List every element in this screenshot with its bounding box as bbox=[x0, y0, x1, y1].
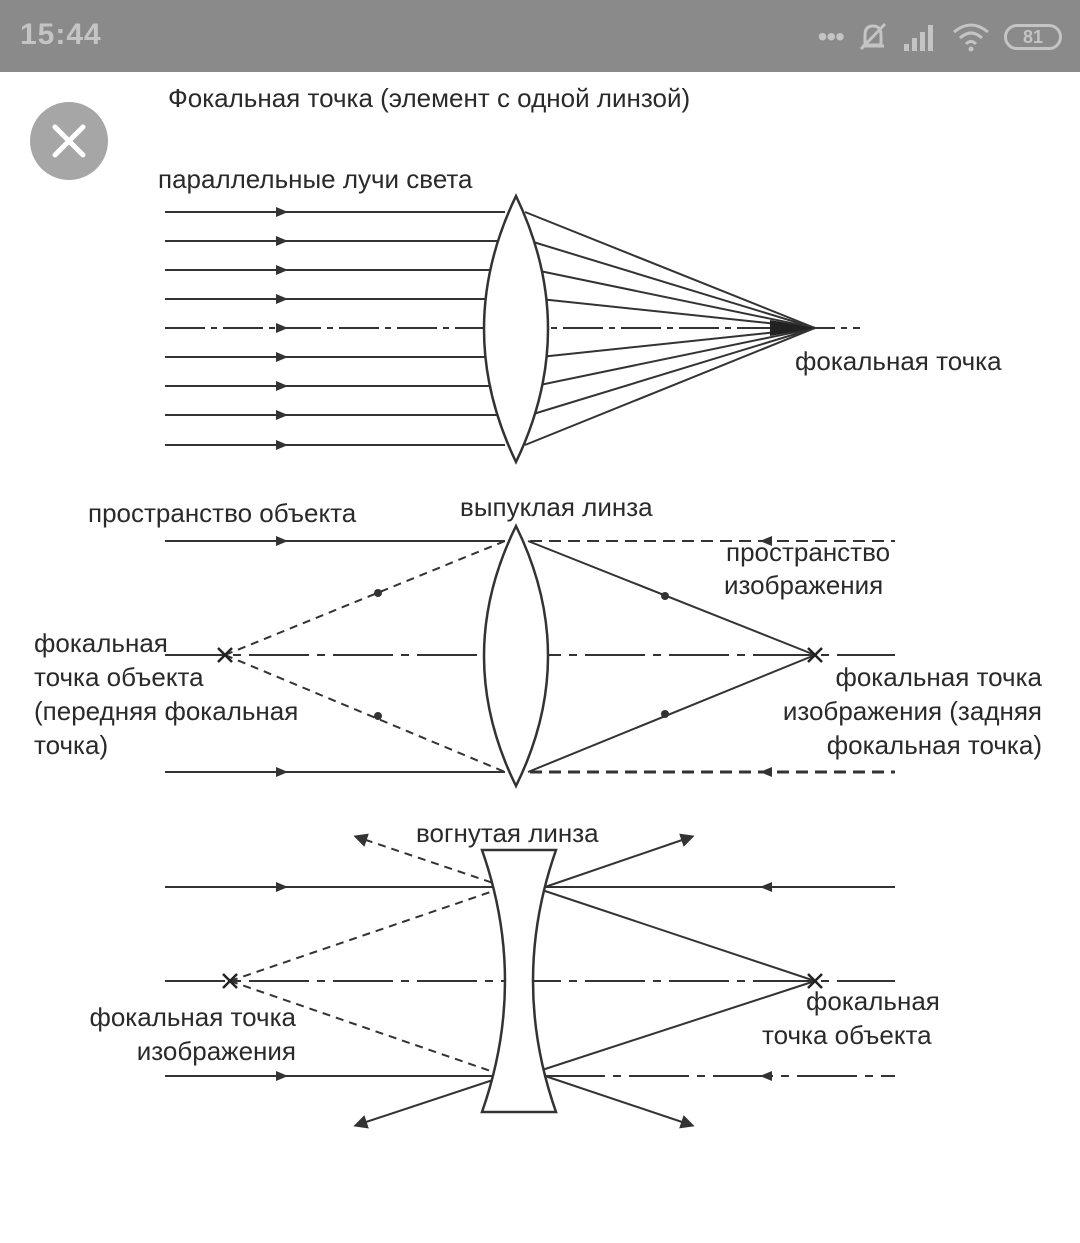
close-icon bbox=[52, 124, 86, 158]
mute-bell-icon bbox=[859, 22, 887, 51]
focal-cross-markers-2 bbox=[217, 647, 823, 663]
label-front-focal-2: точка объекта bbox=[34, 662, 204, 692]
label-parallel-rays: параллельные лучи света bbox=[158, 164, 473, 194]
label-image-space-2: изображения bbox=[724, 570, 883, 600]
signal-icon bbox=[904, 25, 933, 51]
battery-icon: 81 bbox=[1004, 24, 1062, 50]
convex-lens-1 bbox=[482, 193, 550, 465]
label-back-focal-1: фокальная точка bbox=[835, 662, 1042, 692]
label-focal-point-1: фокальная точка bbox=[795, 346, 1002, 376]
close-button[interactable] bbox=[30, 102, 108, 180]
lens-diagram: Фокальная точка (элемент с одной линзой)… bbox=[34, 83, 1043, 1129]
label-object-focal-1: фокальная bbox=[806, 986, 940, 1016]
converging-rays bbox=[524, 211, 816, 446]
diagram-title: Фокальная точка (элемент с одной линзой) bbox=[168, 83, 690, 113]
image-viewer: Фокальная точка (элемент с одной линзой)… bbox=[0, 72, 1080, 1238]
label-image-space-1: пространство bbox=[726, 537, 890, 567]
label-front-focal-1: фокальная bbox=[34, 628, 168, 658]
label-image-focal-2: изображения bbox=[137, 1036, 296, 1066]
label-back-focal-3: фокальная точка) bbox=[827, 730, 1042, 760]
label-image-focal-1: фокальная точка bbox=[89, 1002, 296, 1032]
concave-lens bbox=[480, 848, 558, 1114]
more-dots-icon: ••• bbox=[817, 21, 845, 52]
convex-lens-2 bbox=[482, 523, 550, 789]
status-icons: ••• 81 bbox=[818, 20, 1062, 54]
label-object-focal-2: точка объекта bbox=[762, 1020, 932, 1050]
label-concave-lens: вогнутая линза bbox=[416, 818, 599, 848]
label-front-focal-4: точка) bbox=[34, 730, 108, 760]
ray-arrows-2 bbox=[276, 536, 772, 777]
focal-point-marker bbox=[770, 320, 815, 336]
ray-arrows-3 bbox=[276, 882, 772, 1081]
wifi-icon bbox=[953, 23, 989, 52]
label-object-space: пространство объекта bbox=[88, 498, 357, 528]
ray-arrows-1 bbox=[276, 207, 288, 450]
focal-cross-markers-3 bbox=[222, 973, 823, 989]
label-back-focal-2: изображения (задняя bbox=[783, 696, 1042, 726]
status-bar: 15:44 ••• 81 bbox=[0, 0, 1080, 72]
label-front-focal-3: (передняя фокальная bbox=[34, 696, 298, 726]
status-time: 15:44 bbox=[20, 18, 102, 51]
label-convex-lens: выпуклая линза bbox=[460, 492, 653, 522]
